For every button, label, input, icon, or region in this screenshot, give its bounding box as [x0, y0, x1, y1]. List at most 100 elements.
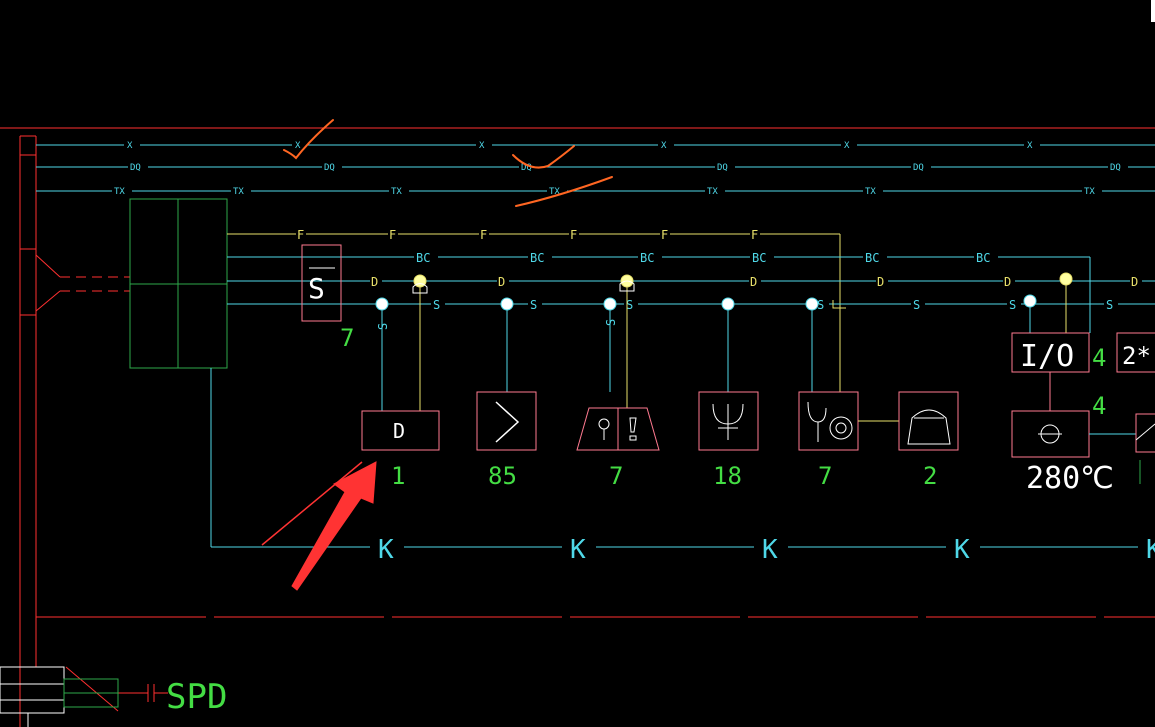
- device-d-box: [361, 410, 440, 451]
- markup-annotations: [283, 119, 613, 207]
- bc-label: BC: [530, 251, 544, 265]
- bus-labels: X X X X X X DQ DQ DQ DQ DQ DQ: [112, 140, 1128, 197]
- s-label: S: [1106, 298, 1113, 312]
- d-label: D: [1131, 275, 1138, 289]
- bus-dq-label: DQ: [324, 163, 335, 173]
- io-extra: 2*: [1122, 342, 1151, 370]
- device-d-symbol: D: [393, 419, 405, 443]
- riser-branch-lower: [35, 290, 61, 312]
- bus-x-label: X: [844, 141, 850, 151]
- alert-icon: [629, 417, 637, 441]
- bus-tx-label: TX: [549, 187, 560, 197]
- zigzag-icon: [495, 401, 520, 443]
- temp-label: 280℃: [1026, 461, 1114, 496]
- bus-tx-label: TX: [233, 187, 244, 197]
- io-label: I/O: [1020, 339, 1074, 374]
- markup-check: [283, 119, 334, 160]
- f-tap-symbol: [832, 300, 846, 309]
- d-label: D: [498, 275, 505, 289]
- device-zigzag-count: 85: [488, 462, 517, 490]
- spd-assembly: SPD: [0, 666, 227, 727]
- device-zigzag: 85: [476, 391, 537, 490]
- line-f-labels: F F F F F F: [296, 228, 760, 242]
- s-label: S: [817, 298, 824, 312]
- trunk-k-label: K: [954, 535, 970, 565]
- line-s-labels: S S S S S S S: [431, 296, 1118, 312]
- trunk-k-label: K: [570, 535, 586, 565]
- device-fork: 18: [698, 391, 759, 490]
- device-bell-speaker: 7: [798, 391, 859, 490]
- bc-label: BC: [640, 251, 654, 265]
- f-label: F: [751, 228, 758, 242]
- bus-x-label: X: [1027, 141, 1033, 151]
- distribution-panel: [129, 198, 228, 369]
- bus-tx-label: TX: [114, 187, 125, 197]
- f-label: F: [297, 228, 304, 242]
- drops: [381, 281, 1067, 411]
- bus-x-label: X: [479, 141, 485, 151]
- device-door: 7: [576, 407, 660, 490]
- phone-icon: [907, 409, 951, 445]
- drop-s-label-d: S: [376, 323, 390, 330]
- splitter-box: [301, 244, 342, 322]
- bus-x-label: X: [661, 141, 667, 151]
- io-count-top: 4: [1092, 344, 1106, 372]
- markup-underline: [515, 176, 613, 207]
- bus-x-label: X: [295, 141, 301, 151]
- splitter: S 7: [301, 244, 354, 352]
- line-d-labels: D D D D D D: [370, 273, 1142, 289]
- bus-tx-label: TX: [707, 187, 718, 197]
- d-label: D: [371, 275, 378, 289]
- bus-tx-label: TX: [391, 187, 402, 197]
- splitter-symbol: S: [308, 272, 325, 305]
- device-bell-count: 7: [818, 462, 832, 490]
- window-edge-indicator: [1151, 0, 1155, 22]
- splitter-count: 7: [340, 324, 354, 352]
- device-door-count: 7: [609, 462, 623, 490]
- s-label: S: [530, 298, 537, 312]
- d-label: D: [1004, 275, 1011, 289]
- bc-label: BC: [752, 251, 766, 265]
- arrow-head: [291, 461, 377, 591]
- d-label: D: [750, 275, 757, 289]
- bus-tx-labels: TX TX TX TX TX TX TX: [112, 186, 1102, 197]
- bus-tx-label: TX: [865, 187, 876, 197]
- f-label: F: [570, 228, 577, 242]
- speaker-icon: [829, 416, 853, 440]
- bus-dq-label: DQ: [1110, 163, 1121, 173]
- riser-branch-upper: [35, 254, 61, 278]
- trunk-k-label: K: [378, 535, 394, 565]
- f-label: F: [661, 228, 668, 242]
- io-count-mid: 4: [1092, 392, 1106, 420]
- trunk-k-label: K: [762, 535, 778, 565]
- pointer-arrow: [261, 461, 377, 591]
- bus-tx-label: TX: [1084, 187, 1095, 197]
- bus-dq-label: DQ: [521, 163, 532, 173]
- bus-dq-label: DQ: [130, 163, 141, 173]
- line-bc-labels: BC BC BC BC BC BC: [414, 250, 998, 265]
- trunk-k: K K K K K: [210, 368, 1155, 565]
- tap-dots: [375, 272, 1073, 311]
- spd-diagonal: [65, 666, 119, 712]
- bc-label: BC: [865, 251, 879, 265]
- trunk-k-label: K: [1146, 535, 1155, 565]
- drop-s-label-door: S: [604, 319, 618, 326]
- bus-dq-label: DQ: [717, 163, 728, 173]
- device-fork-count: 18: [713, 462, 742, 490]
- bus-x-label: X: [127, 141, 133, 151]
- line-f: [227, 233, 841, 392]
- bus-dq-label: DQ: [913, 163, 924, 173]
- device-phone: 2: [898, 391, 959, 490]
- io-module: I/O 4 4 280℃ 2*: [1011, 332, 1155, 496]
- bc-label: BC: [416, 251, 430, 265]
- frame-red: [0, 127, 1155, 727]
- device-d-count: 1: [391, 462, 405, 490]
- bc-label: BC: [976, 251, 990, 265]
- s-label: S: [913, 298, 920, 312]
- bus-lines: [36, 144, 1155, 192]
- s-label: S: [626, 298, 633, 312]
- device-phone-count: 2: [923, 462, 937, 490]
- s-label: S: [433, 298, 440, 312]
